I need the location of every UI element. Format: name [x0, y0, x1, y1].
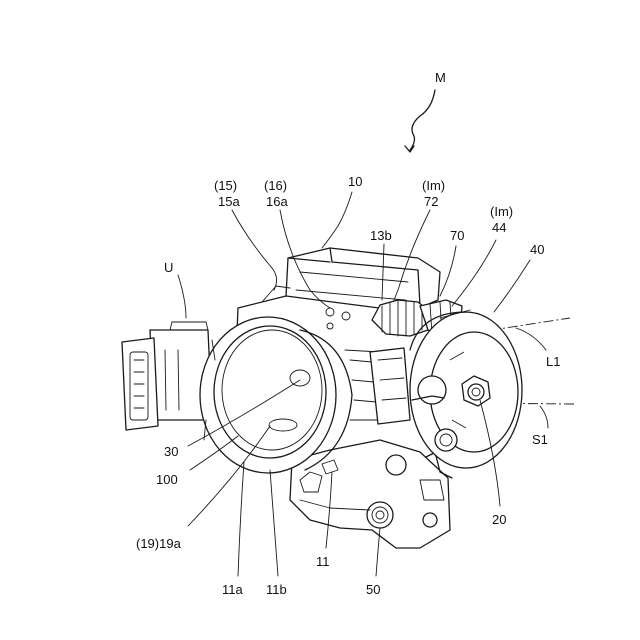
- label-70: 70: [450, 228, 464, 243]
- label-72: 72: [424, 194, 438, 209]
- label-19a: (19)19a: [136, 536, 182, 551]
- leader-40: [494, 260, 530, 312]
- leader-44: [452, 240, 496, 306]
- label-44: 44: [492, 220, 506, 235]
- label-u: U: [164, 260, 173, 275]
- label-16a: 16a: [266, 194, 288, 209]
- label-15a: 15a: [218, 194, 240, 209]
- arrow-m-head: [405, 146, 414, 152]
- label-m: M: [435, 70, 446, 85]
- connector-u: [122, 322, 212, 430]
- leader-11b: [270, 470, 278, 576]
- label-20: 20: [492, 512, 506, 527]
- label-30: 30: [164, 444, 178, 459]
- label-16-paren: (16): [264, 178, 287, 193]
- leader-10: [322, 192, 352, 248]
- label-100: 100: [156, 472, 178, 487]
- label-50: 50: [366, 582, 380, 597]
- leader-l1: [516, 328, 546, 350]
- leader-70: [440, 246, 456, 296]
- label-11: 11: [316, 554, 330, 569]
- arrow-m: [410, 90, 435, 150]
- label-im-44: (Im): [490, 204, 513, 219]
- label-11a: 11a: [222, 582, 243, 597]
- label-13b: 13b: [370, 228, 392, 243]
- label-l1: L1: [546, 354, 560, 369]
- label-s1: S1: [532, 432, 548, 447]
- label-40: 40: [530, 242, 544, 257]
- label-im-72: (Im): [422, 178, 445, 193]
- leader-11a: [238, 462, 244, 576]
- leader-s1: [540, 406, 548, 428]
- label-11b: 11b: [266, 582, 287, 597]
- leader-u: [178, 275, 186, 318]
- label-15-paren: (15): [214, 178, 237, 193]
- leader-15a: [232, 210, 277, 290]
- label-10: 10: [348, 174, 362, 189]
